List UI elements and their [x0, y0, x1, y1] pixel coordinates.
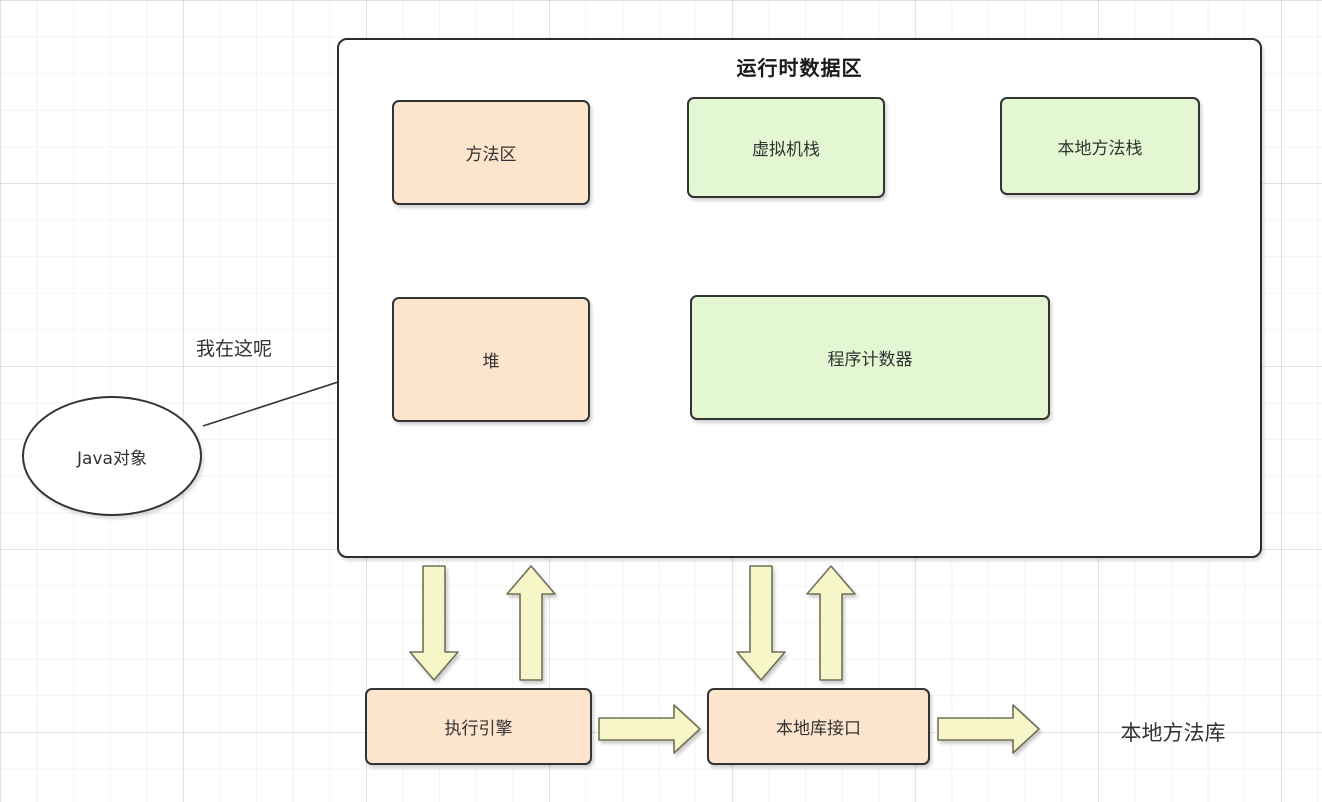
arrow-right-engine-to-interface — [598, 704, 701, 754]
heap-box: 堆 — [392, 297, 590, 422]
native-method-library-label: 本地方法库 — [1120, 721, 1226, 745]
native-method-stack-box: 本地方法栈 — [1000, 97, 1200, 195]
java-object-ellipse: Java对象 — [22, 396, 202, 516]
arrow-right-interface-to-library — [937, 704, 1040, 754]
here-note-label: 我在这呢 — [196, 338, 273, 360]
arrow-down-to-native-interface — [736, 565, 786, 681]
execution-engine-box: 执行引擎 — [365, 688, 592, 765]
arrow-down-to-execution-engine — [409, 565, 459, 681]
vm-stack-box: 虚拟机栈 — [687, 97, 885, 198]
native-library-interface-box: 本地库接口 — [707, 688, 930, 765]
method-area-box: 方法区 — [392, 100, 590, 205]
arrow-up-from-native-interface — [806, 565, 856, 681]
runtime-data-area-title: 运行时数据区 — [736, 56, 863, 80]
arrow-up-from-execution-engine — [506, 565, 556, 681]
program-counter-box: 程序计数器 — [690, 295, 1050, 420]
